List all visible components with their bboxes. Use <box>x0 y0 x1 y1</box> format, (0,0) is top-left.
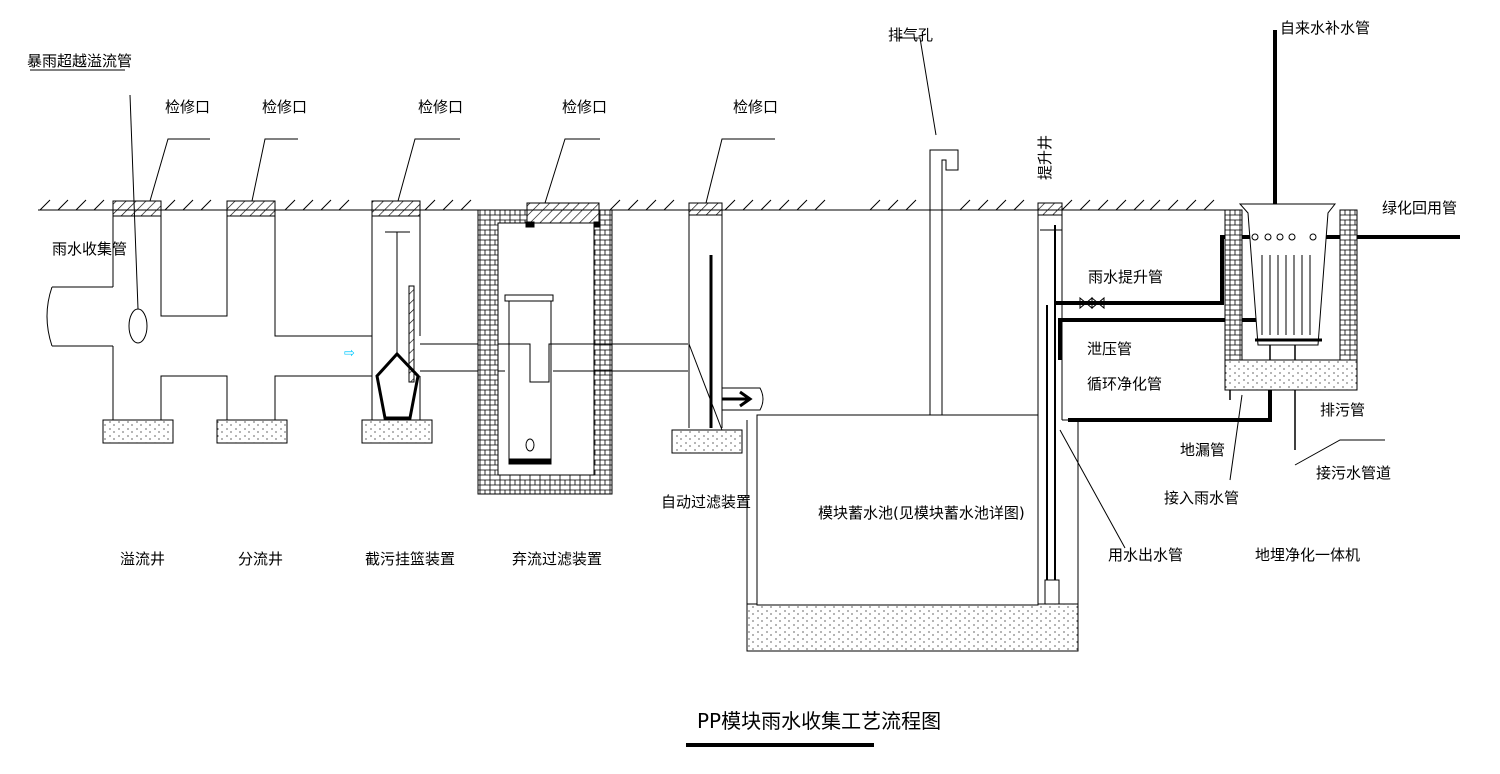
lift-well <box>1037 215 1105 580</box>
label-auto-filter: 自动过滤装置 <box>661 493 751 511</box>
label-initial-filter: 弃流过滤装置 <box>512 550 602 568</box>
auto-filter-device <box>688 215 764 431</box>
label-diversion-well: 分流井 <box>238 550 283 568</box>
label-lift-well: 提升井 <box>1036 135 1054 180</box>
label-inspection-port-5: 检修口 <box>733 98 778 116</box>
right-leaders <box>1059 394 1385 549</box>
label-storm-overflow-pipe: 暴雨超越溢流管 <box>27 52 132 70</box>
rain-collect-pipe <box>30 69 372 420</box>
basket-device <box>371 216 505 420</box>
flow-arrow-icon: ⇨ <box>344 346 355 361</box>
label-pressure-relief-pipe: 泄压管 <box>1087 340 1132 358</box>
underground-unit <box>1224 203 1358 391</box>
inspection-covers <box>112 200 1063 224</box>
label-overflow-well: 溢流井 <box>120 550 165 568</box>
label-basket-device: 截污挂篮装置 <box>365 550 455 568</box>
foundation-blocks <box>102 419 743 454</box>
label-tap-water-makeup: 自来水补水管 <box>1280 19 1370 37</box>
label-inspection-port-2: 检修口 <box>262 98 307 116</box>
initial-filter-chamber <box>477 209 688 495</box>
label-to-rain-pipe: 接入雨水管 <box>1164 489 1239 507</box>
label-rain-lift-pipe: 雨水提升管 <box>1088 268 1163 286</box>
label-vent-hole: 排气孔 <box>888 26 933 44</box>
label-floor-drain: 地漏管 <box>1180 441 1225 459</box>
title-underline <box>686 743 874 747</box>
port-leaders <box>149 138 775 204</box>
label-rain-collect-pipe: 雨水收集管 <box>52 240 127 258</box>
label-module-tank: 模块蓄水池(见模块蓄水池详图) <box>818 504 1025 522</box>
label-green-reuse-pipe: 绿化回用管 <box>1382 199 1457 217</box>
vent-pipe <box>897 37 959 415</box>
label-underground-unit: 地埋净化一体机 <box>1255 546 1360 564</box>
label-inspection-port-4: 检修口 <box>562 98 607 116</box>
label-inspection-port-1: 检修口 <box>165 98 210 116</box>
label-water-out-pipe: 用水出水管 <box>1108 546 1183 564</box>
label-sewer-connect: 接污水管道 <box>1316 464 1391 482</box>
label-sewage-pipe: 排污管 <box>1320 401 1365 419</box>
label-inspection-port-3: 检修口 <box>418 98 463 116</box>
label-circulation-pipe: 循环净化管 <box>1087 375 1162 393</box>
page-title: PP模块雨水收集工艺流程图 <box>697 709 941 733</box>
module-tank <box>746 414 1079 652</box>
